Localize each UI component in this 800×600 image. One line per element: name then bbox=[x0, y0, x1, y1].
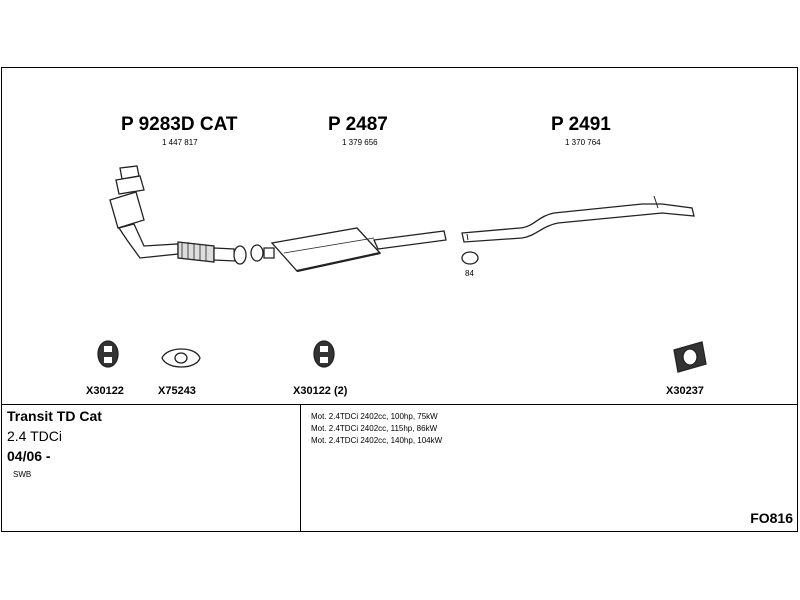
info-divider-horizontal bbox=[2, 404, 797, 405]
oe-number-middle-silencer: 1 379 656 bbox=[342, 138, 378, 147]
oe-number-catalyst: 1 447 817 bbox=[162, 138, 198, 147]
accessory-code-x75243: X75243 bbox=[158, 385, 196, 397]
part-code-middle-silencer: P 2487 bbox=[328, 114, 388, 135]
vehicle-name: Transit TD Cat bbox=[7, 408, 102, 424]
motor-list: Mot. 2.4TDCi 2402cc, 100hp, 75kW Mot. 2.… bbox=[311, 411, 442, 447]
catalytic-converter-drawing bbox=[109, 165, 247, 265]
vehicle-year: 04/06 - bbox=[7, 448, 51, 464]
accessory-code-x30122-2: X30122 (2) bbox=[293, 385, 348, 397]
part-code-tailpipe: P 2491 bbox=[551, 114, 611, 135]
vehicle-body-type: SWB bbox=[13, 470, 32, 479]
accessory-code-x30122: X30122 bbox=[86, 385, 124, 397]
middle-silencer-drawing bbox=[250, 227, 447, 273]
hanger-x30122-drawing bbox=[97, 340, 119, 368]
hanger-x30122-2-drawing bbox=[313, 340, 335, 368]
diagram-frame: P 9283D CAT 1 447 817 P 2487 1 379 656 P… bbox=[1, 67, 798, 532]
gasket-x75243-drawing bbox=[161, 348, 201, 368]
info-divider-vertical bbox=[300, 404, 301, 532]
set-code: FO816 bbox=[750, 510, 793, 526]
exhaust-diagram bbox=[97, 165, 707, 373]
motor-item: Mot. 2.4TDCi 2402cc, 140hp, 104kW bbox=[311, 436, 443, 445]
motor-item: Mot. 2.4TDCi 2402cc, 100hp, 75kW bbox=[311, 412, 438, 421]
oe-number-tailpipe: 1 370 764 bbox=[565, 138, 601, 147]
vehicle-engine: 2.4 TDCi bbox=[7, 428, 62, 444]
accessory-code-x30237: X30237 bbox=[666, 385, 704, 397]
hanger-x30237-drawing bbox=[673, 341, 707, 373]
tailpipe-drawing bbox=[461, 195, 695, 265]
clamp-label: 84 bbox=[465, 269, 474, 278]
part-code-catalyst: P 9283D CAT bbox=[121, 114, 238, 135]
motor-item: Mot. 2.4TDCi 2402cc, 115hp, 86kW bbox=[311, 424, 438, 433]
